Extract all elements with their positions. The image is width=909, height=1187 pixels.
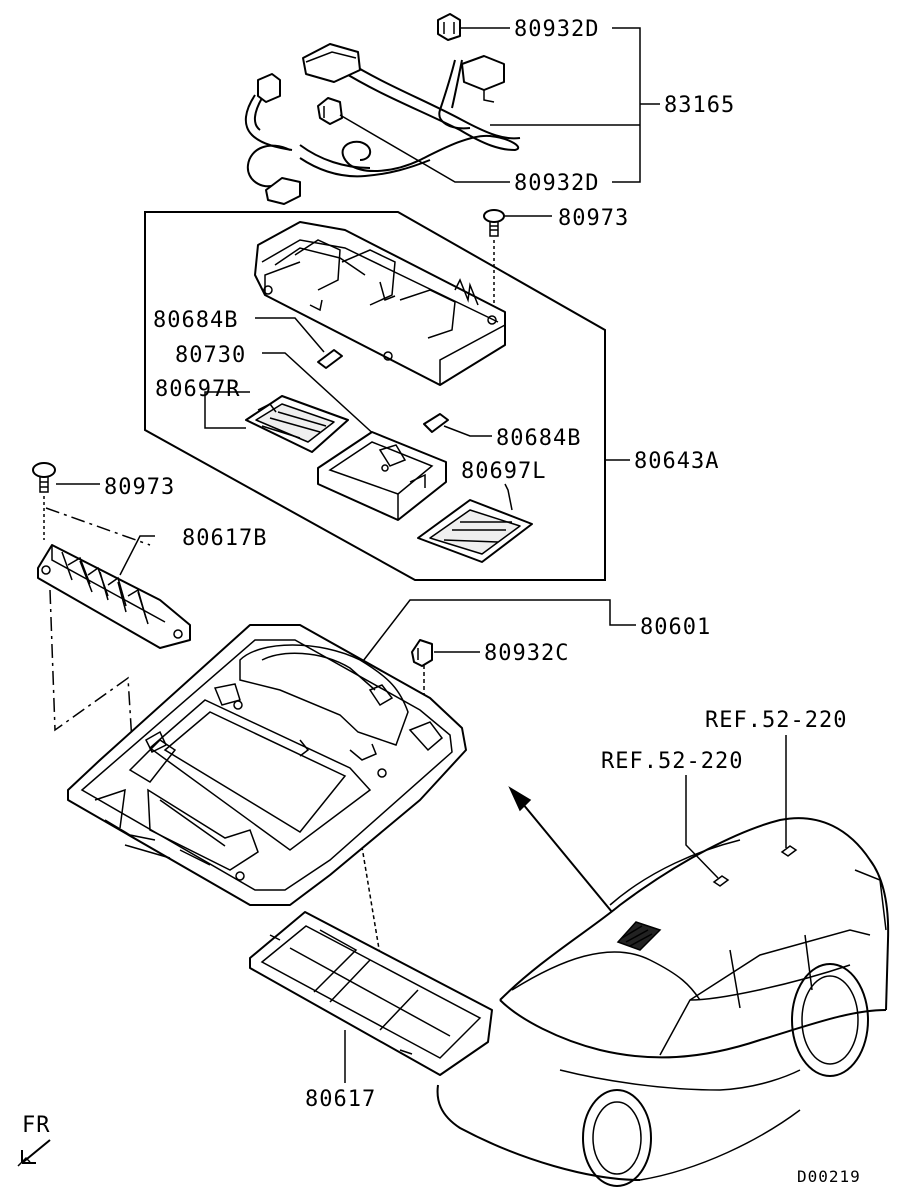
- label-80730: 80730: [175, 343, 246, 368]
- label-80684b-right: 80684B: [496, 426, 581, 451]
- label-80697r: 80697R: [155, 377, 240, 402]
- label-80684b-left: 80684B: [153, 308, 238, 333]
- label-ref-left: REF.52-220: [601, 749, 743, 774]
- diagram-code: D00219: [797, 1167, 861, 1186]
- lamp-housing: [254, 221, 506, 386]
- label-80932d-bottom: 80932D: [514, 171, 599, 196]
- lens-holder: [262, 352, 447, 521]
- console-80601: [67, 599, 636, 906]
- front-arrow-icon: [17, 1139, 51, 1167]
- lens-left: [417, 483, 533, 563]
- label-80973-top: 80973: [558, 206, 629, 231]
- bracket-80617b: [37, 535, 191, 649]
- label-fr: FR: [22, 1113, 51, 1138]
- label-80932c: 80932C: [484, 641, 569, 666]
- vehicle-illustration: [436, 817, 890, 1187]
- ref-leaders: [685, 735, 787, 879]
- roof-lamp-marker: [616, 921, 662, 951]
- bulb-left: [255, 317, 343, 369]
- cover-80617: [249, 911, 493, 1083]
- label-80617: 80617: [305, 1087, 376, 1112]
- label-83165: 83165: [664, 93, 735, 118]
- bulb-right: [423, 413, 492, 437]
- label-80601: 80601: [640, 615, 711, 640]
- label-80697l: 80697L: [461, 459, 546, 484]
- label-80932d-top: 80932D: [514, 17, 599, 42]
- screw-left: [32, 462, 100, 540]
- label-ref-right: REF.52-220: [705, 708, 847, 733]
- label-80617b: 80617B: [182, 526, 267, 551]
- screw-top: [483, 209, 552, 312]
- label-80973-left: 80973: [104, 475, 175, 500]
- wiring-harness: [244, 13, 521, 205]
- harness-leaders: [339, 27, 660, 183]
- location-arrow: [508, 786, 613, 913]
- lamp-assembly-box: [144, 211, 630, 581]
- clip-80932c: [411, 639, 480, 667]
- lens-right: [204, 391, 349, 453]
- label-80643a: 80643A: [634, 449, 719, 474]
